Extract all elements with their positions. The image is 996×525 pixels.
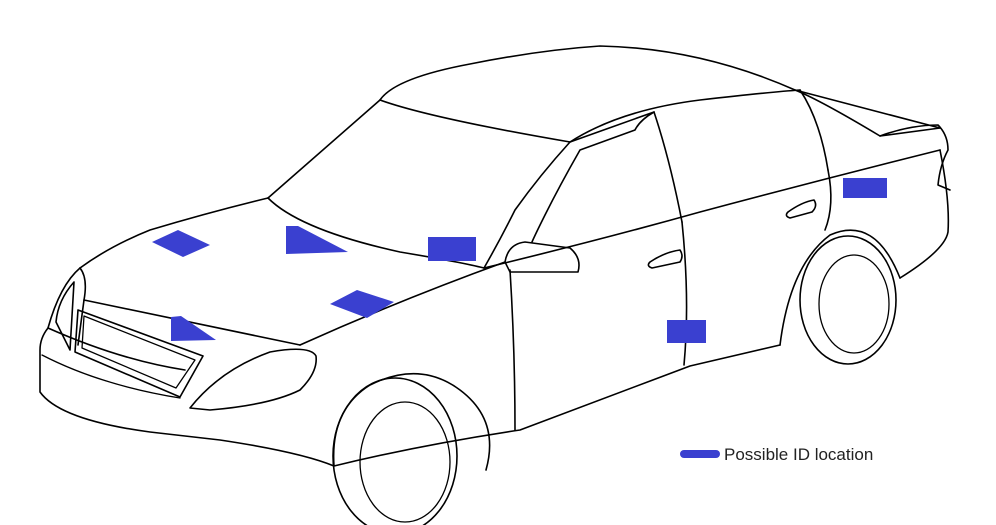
legend-swatch	[680, 450, 720, 458]
legend-label: Possible ID location	[724, 445, 873, 464]
legend: Possible ID location	[680, 445, 873, 464]
id-location-markers	[152, 178, 887, 343]
id-location-radiator-support	[171, 316, 216, 341]
id-location-door-pillar	[667, 320, 706, 343]
id-location-hood-near-windshield-left	[286, 226, 348, 254]
car-outline	[39, 45, 951, 525]
id-location-hood-center	[330, 290, 394, 318]
id-location-hood-front-left	[152, 230, 210, 257]
id-location-rear-quarter	[843, 178, 887, 198]
id-location-windshield-base	[428, 237, 476, 261]
